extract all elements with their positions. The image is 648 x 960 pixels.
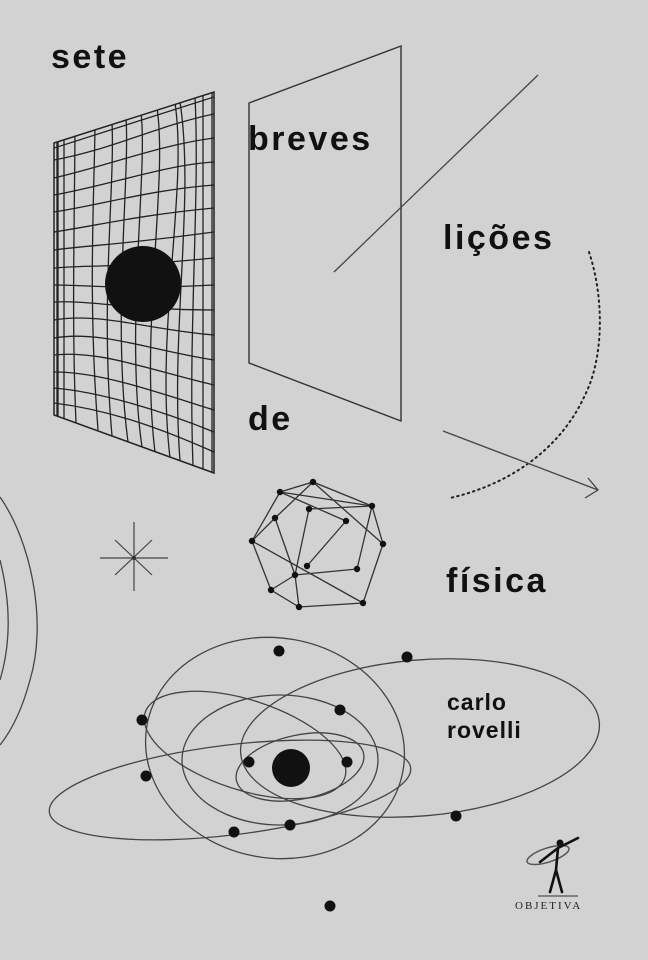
publisher-logo-icon [526, 836, 580, 897]
title-word-sete: sete [51, 38, 130, 76]
plane-outline-icon [248, 44, 402, 423]
atom-orbits-icon [48, 636, 601, 860]
author-last-name: rovelli [447, 717, 522, 743]
dotted-arc-icon [449, 251, 601, 499]
title-word-licoes: lições [443, 219, 555, 257]
publisher-name: OBJETIVA [515, 900, 583, 912]
arrow-line-icon [442, 430, 599, 499]
title-word-de: de [248, 400, 293, 438]
concentric-arcs-icon [0, 496, 38, 746]
polyhedron-nodes [248, 478, 387, 611]
author-first-name: carlo [447, 689, 507, 715]
black-sphere-icon [105, 246, 181, 322]
electron-dots [136, 645, 462, 912]
author-name: carlo rovelli [447, 688, 522, 744]
warped-grid-icon [53, 90, 215, 475]
title-word-breves: breves [248, 120, 373, 158]
title-word-fisica: física [446, 562, 548, 600]
nucleus-icon [272, 749, 310, 787]
